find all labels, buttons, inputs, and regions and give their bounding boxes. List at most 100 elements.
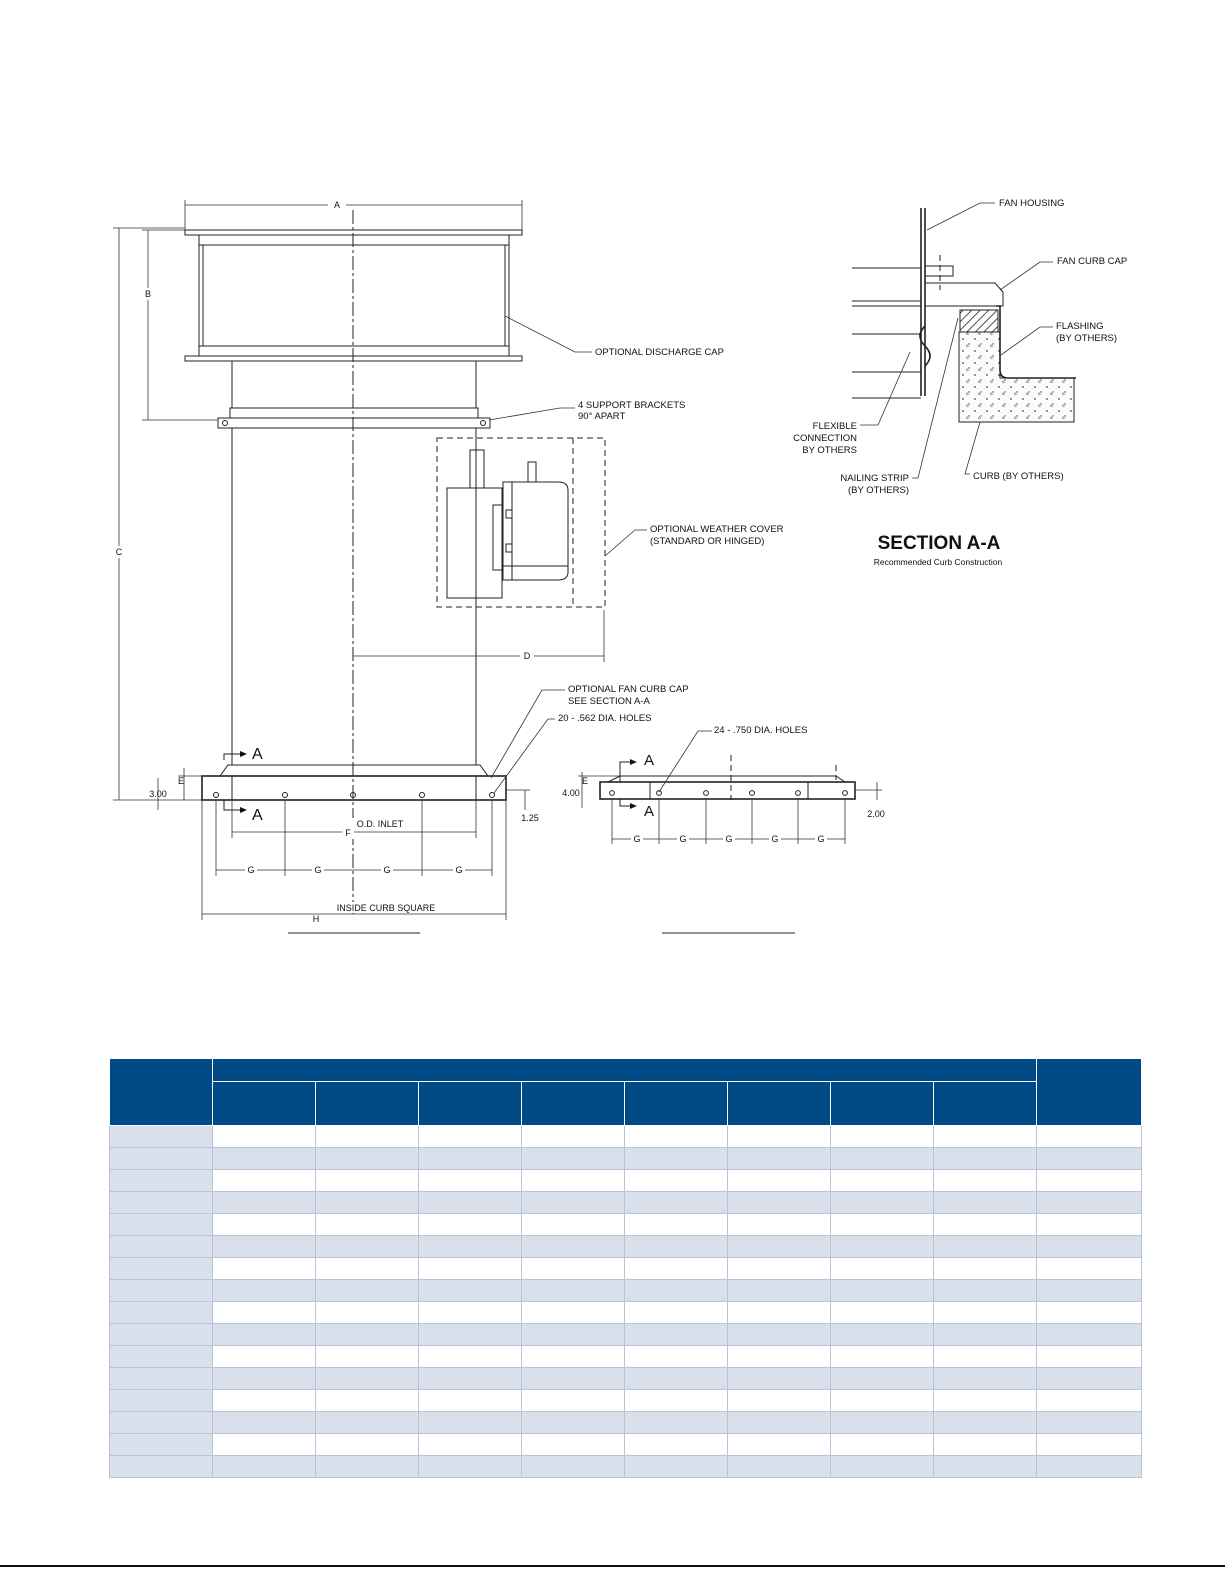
table-cell [727,1323,831,1346]
table-cell [933,1191,1037,1214]
callout-weather-cover-1: OPTIONAL WEATHER COVER [650,524,784,535]
table-cell [624,1389,728,1412]
table-cell [624,1411,728,1434]
section-subtitle: Recommended Curb Construction [874,557,1003,567]
table-header [109,1058,1142,1126]
table-cell [1036,1147,1142,1170]
table-cell [933,1147,1037,1170]
dim-e-label: E [178,776,184,786]
table-cell [624,1279,728,1302]
table-cell [624,1433,728,1456]
header-cell-c [418,1081,522,1126]
header-cell-d [521,1081,625,1126]
header-cell-g [830,1081,934,1126]
table-cell [521,1367,625,1390]
table-cell [624,1235,728,1258]
table-cell [109,1169,213,1192]
table-cell [830,1411,934,1434]
table-cell [212,1279,316,1302]
header-cell-e [624,1081,728,1126]
section-marker-flange-bottom: A [644,803,654,820]
table-row [109,1433,1142,1456]
dim-f-label: F [345,828,351,838]
header-cell-weight [1036,1058,1142,1126]
table-cell [315,1301,419,1324]
table-cell [315,1235,419,1258]
table-cell [933,1279,1037,1302]
table-cell [521,1455,625,1478]
dim-g-label-4: G [455,865,462,875]
table-cell [933,1411,1037,1434]
table-cell [212,1367,316,1390]
table-cell [1036,1191,1142,1214]
table-cell [830,1367,934,1390]
table-cell [624,1367,728,1390]
table-cell [830,1389,934,1412]
table-cell [830,1323,934,1346]
flange-dim-g-label-2: G [679,834,686,844]
table-cell [418,1235,522,1258]
table-cell [830,1125,934,1148]
table-cell [109,1147,213,1170]
table-cell [624,1323,728,1346]
table-row [109,1301,1142,1324]
section-marker-bottom: A [252,807,263,824]
od-inlet-label: O.D. INLET [357,819,404,829]
table-cell [727,1213,831,1236]
table-cell [109,1301,213,1324]
callout-discharge-cap: OPTIONAL DISCHARGE CAP [595,347,724,358]
table-cell [1036,1169,1142,1192]
table-cell [1036,1213,1142,1236]
dim-g-label-2: G [314,865,321,875]
table-cell [109,1389,213,1412]
table-cell [1036,1257,1142,1280]
table-cell [521,1433,625,1456]
table-cell [521,1257,625,1280]
table-cell [315,1455,419,1478]
table-cell [109,1455,213,1478]
table-cell [109,1323,213,1346]
table-cell [418,1433,522,1456]
section-flashing-1: FLASHING [1056,321,1104,332]
table-cell [109,1279,213,1302]
table-cell [212,1213,316,1236]
table-cell [212,1345,316,1368]
table-cell [315,1191,419,1214]
table-cell [315,1323,419,1346]
table-cell [212,1411,316,1434]
table-cell [418,1411,522,1434]
table-cell [521,1191,625,1214]
table-cell [830,1279,934,1302]
table-cell [418,1279,522,1302]
table-cell [212,1433,316,1456]
table-cell [315,1257,419,1280]
table-cell [830,1147,934,1170]
table-cell [109,1433,213,1456]
table-cell [830,1433,934,1456]
table-cell [521,1213,625,1236]
table-cell [1036,1455,1142,1478]
table-cell [418,1301,522,1324]
fan-dimension-drawing: A B C [113,198,1127,934]
table-cell [315,1389,419,1412]
table-cell [315,1345,419,1368]
table-cell [727,1125,831,1148]
callout-holes-large: 24 - .750 DIA. HOLES [714,725,807,736]
table-cell [315,1433,419,1456]
fan-elevation-view: A B C [113,198,784,934]
table-row [109,1169,1142,1192]
flange-dim-g-label-3: G [725,834,732,844]
table-cell [418,1455,522,1478]
table-row [109,1389,1142,1412]
dim-c-label: C [116,547,123,557]
table-cell [727,1147,831,1170]
table-cell [727,1433,831,1456]
table-cell [830,1455,934,1478]
page-footer-rule [0,1565,1225,1567]
table-cell [212,1301,316,1324]
table-cell [418,1367,522,1390]
base-flange-view: A A E 4.00 2.00 24 - .750 DIA. HOLES G G… [562,725,885,934]
table-cell [109,1235,213,1258]
section-a-a-detail: FAN HOUSING FAN CURB CAP FLASHING (BY OT… [793,198,1127,567]
table-cell [727,1191,831,1214]
